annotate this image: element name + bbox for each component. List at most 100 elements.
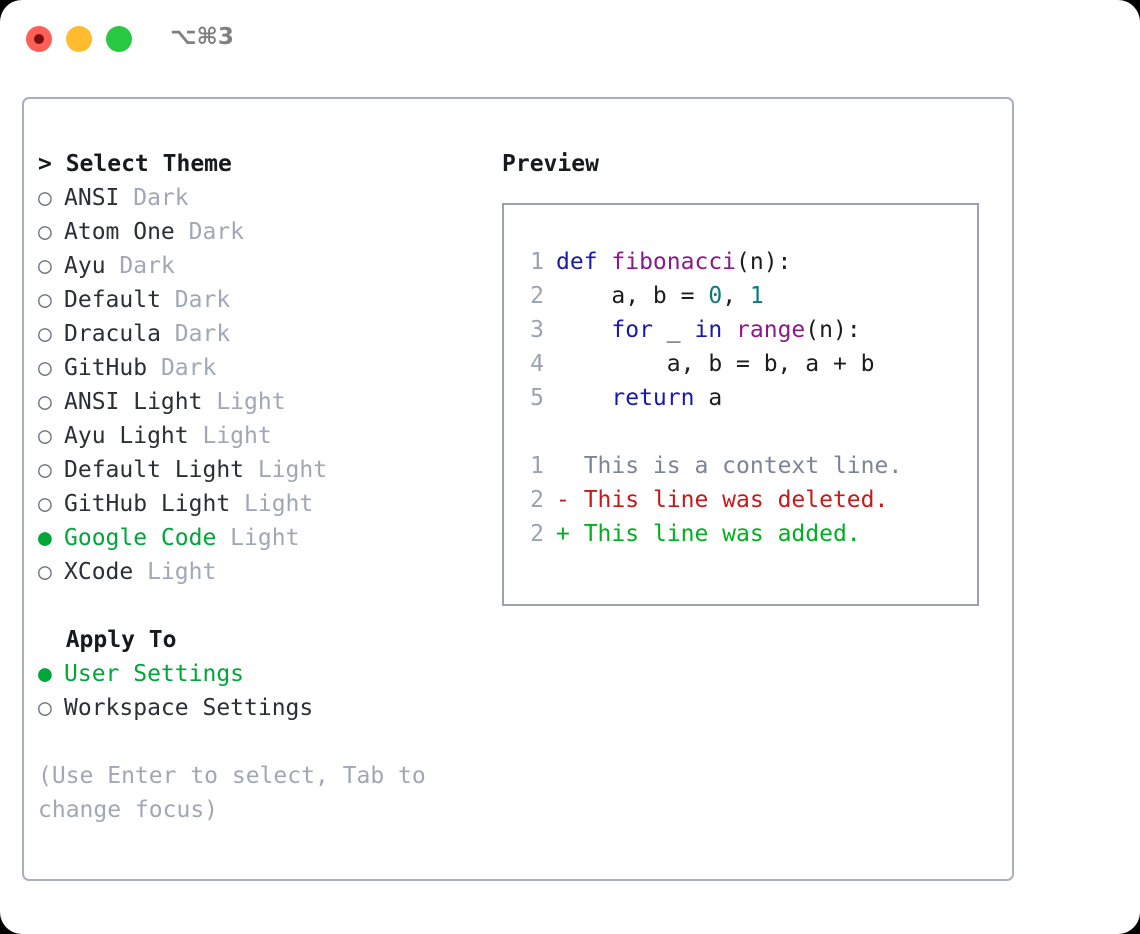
select-theme-header: > Select Theme xyxy=(38,151,232,177)
theme-option-dracula[interactable]: ○Dracula Dark xyxy=(38,317,478,351)
apply-to-list[interactable]: ●User Settings ○ Workspace Settings xyxy=(38,657,478,725)
code-line: 4 a, b = b, a + b xyxy=(504,347,977,381)
radio-unselected-icon: ○ xyxy=(38,389,52,415)
apply-to-section: Apply To ●User Settings ○ Workspace Settin… xyxy=(38,623,478,725)
line-number: 2 xyxy=(530,521,544,547)
preview-label: Preview xyxy=(502,151,599,177)
theme-variant-badge: Dark xyxy=(160,321,231,347)
code-token: a, b = b, a + b xyxy=(556,351,875,377)
apply-to-header: Apply To xyxy=(38,627,177,653)
apply-to-option-user-settings[interactable]: ●User Settings xyxy=(38,657,478,691)
code-token: (n): xyxy=(736,249,792,275)
apply-to-option-label: Workspace Settings xyxy=(64,695,314,721)
title-bar: ⌥⌘3 xyxy=(0,0,1140,78)
theme-variant-badge: Dark xyxy=(105,253,175,279)
radio-unselected-icon: ○ xyxy=(38,423,52,449)
theme-option-label: XCode xyxy=(64,559,134,585)
theme-option-xcode[interactable]: ○ XCode Light xyxy=(38,555,478,589)
code-token: , xyxy=(722,283,750,309)
code-token: a xyxy=(694,385,723,411)
theme-option-default[interactable]: ○Default Dark xyxy=(38,283,478,317)
theme-variant-badge: Dark xyxy=(174,219,245,245)
diff-marker: + xyxy=(556,521,584,547)
radio-unselected-icon: ○ xyxy=(38,287,52,313)
theme-option-label: ANSI Light xyxy=(64,389,203,415)
theme-option-ansi[interactable]: ○ ANSI Dark xyxy=(38,181,478,215)
theme-variant-badge: Light xyxy=(202,389,286,415)
theme-list-column: > Select Theme ○ANSI Dark○Atom One Dark○… xyxy=(38,147,478,827)
code-token: for xyxy=(611,317,653,343)
theme-option-google-code[interactable]: ● Google Code Light xyxy=(38,521,478,555)
theme-variant-badge: Dark xyxy=(147,355,217,381)
theme-variant-badge: Light xyxy=(216,525,300,551)
diff-marker: - xyxy=(556,487,584,513)
radio-unselected-icon: ○ xyxy=(38,457,52,483)
code-token: 1 xyxy=(749,283,764,309)
code-token: in xyxy=(694,317,723,343)
code-token: 0 xyxy=(708,283,723,309)
apply-to-option-workspace-settings[interactable]: ○ Workspace Settings xyxy=(38,691,478,725)
radio-unselected-icon: ○ xyxy=(38,559,52,585)
theme-picker-panel: > Select Theme ○ANSI Dark○Atom One Dark○… xyxy=(22,97,1014,881)
code-token: (n): xyxy=(805,317,861,343)
line-number: 4 xyxy=(530,351,544,377)
close-button[interactable] xyxy=(26,26,52,52)
theme-option-ansi-light[interactable]: ○ ANSI Light Light xyxy=(38,385,478,419)
diff-marker xyxy=(556,453,584,479)
theme-variant-badge: Light xyxy=(244,457,328,483)
minimize-button[interactable] xyxy=(66,26,92,52)
theme-option-github[interactable]: ○ GitHub Dark xyxy=(38,351,478,385)
theme-option-default-light[interactable]: ○ Default Light Light xyxy=(38,453,478,487)
theme-option-github-light[interactable]: ○GitHub Light Light xyxy=(38,487,478,521)
radio-unselected-icon: ○ xyxy=(38,185,52,211)
code-line: 5 return a xyxy=(504,381,977,415)
theme-option-ayu[interactable]: ○Ayu Dark xyxy=(38,249,478,283)
line-number: 2 xyxy=(530,283,544,309)
code-token: _ xyxy=(652,317,695,343)
diff-sample: 1 This is a context line.2- This line wa… xyxy=(504,449,977,551)
line-number: 3 xyxy=(530,317,544,343)
diff-line: 2 + This line was added. xyxy=(504,517,977,551)
code-token: range xyxy=(736,317,806,343)
theme-option-label: ANSI xyxy=(64,185,120,211)
keyboard-shortcut-label: ⌥⌘3 xyxy=(170,24,234,50)
theme-list[interactable]: ○ANSI Dark○Atom One Dark○Ayu Dark○Defaul… xyxy=(38,181,478,589)
radio-unselected-icon: ○ xyxy=(38,219,52,245)
theme-option-label: Google Code xyxy=(64,525,217,551)
spacer xyxy=(504,415,977,449)
radio-selected-icon: ● xyxy=(38,525,52,551)
theme-option-label: GitHub Light xyxy=(64,491,231,517)
code-token: fibonacci xyxy=(611,249,737,275)
diff-line: 1 This is a context line. xyxy=(504,449,977,483)
theme-option-label: Default xyxy=(64,287,161,313)
line-number: 1 xyxy=(530,249,544,275)
theme-option-ayu-light[interactable]: ○ Ayu Light Light xyxy=(38,419,478,453)
theme-option-label: Ayu Light xyxy=(64,423,189,449)
diff-text: This line was added. xyxy=(583,521,861,547)
diff-line: 2- This line was deleted. xyxy=(504,483,977,517)
diff-text: This is a context line. xyxy=(583,453,903,479)
theme-variant-badge: Light xyxy=(133,559,217,585)
line-number: 1 xyxy=(530,453,544,479)
radio-selected-icon: ● xyxy=(38,661,52,687)
keyboard-hint-text: (Use Enter to select, Tab to change focu… xyxy=(38,763,440,823)
theme-option-atom-one[interactable]: ○Atom One Dark xyxy=(38,215,478,249)
radio-unselected-icon: ○ xyxy=(38,253,52,279)
code-token: def xyxy=(556,249,612,275)
radio-unselected-icon: ○ xyxy=(38,321,52,347)
maximize-button[interactable] xyxy=(106,26,132,52)
theme-variant-badge: Light xyxy=(188,423,272,449)
radio-unselected-icon: ○ xyxy=(38,355,52,381)
theme-option-label: Default Light xyxy=(64,457,245,483)
theme-variant-badge: Light xyxy=(230,491,314,517)
theme-variant-badge: Dark xyxy=(119,185,189,211)
code-line: 3 for _ in range(n): xyxy=(504,313,977,347)
radio-unselected-icon: ○ xyxy=(38,695,52,721)
theme-option-label: GitHub xyxy=(64,355,148,381)
line-number: 5 xyxy=(530,385,544,411)
code-line: 1 def fibonacci(n): xyxy=(504,245,977,279)
code-token xyxy=(556,317,611,343)
